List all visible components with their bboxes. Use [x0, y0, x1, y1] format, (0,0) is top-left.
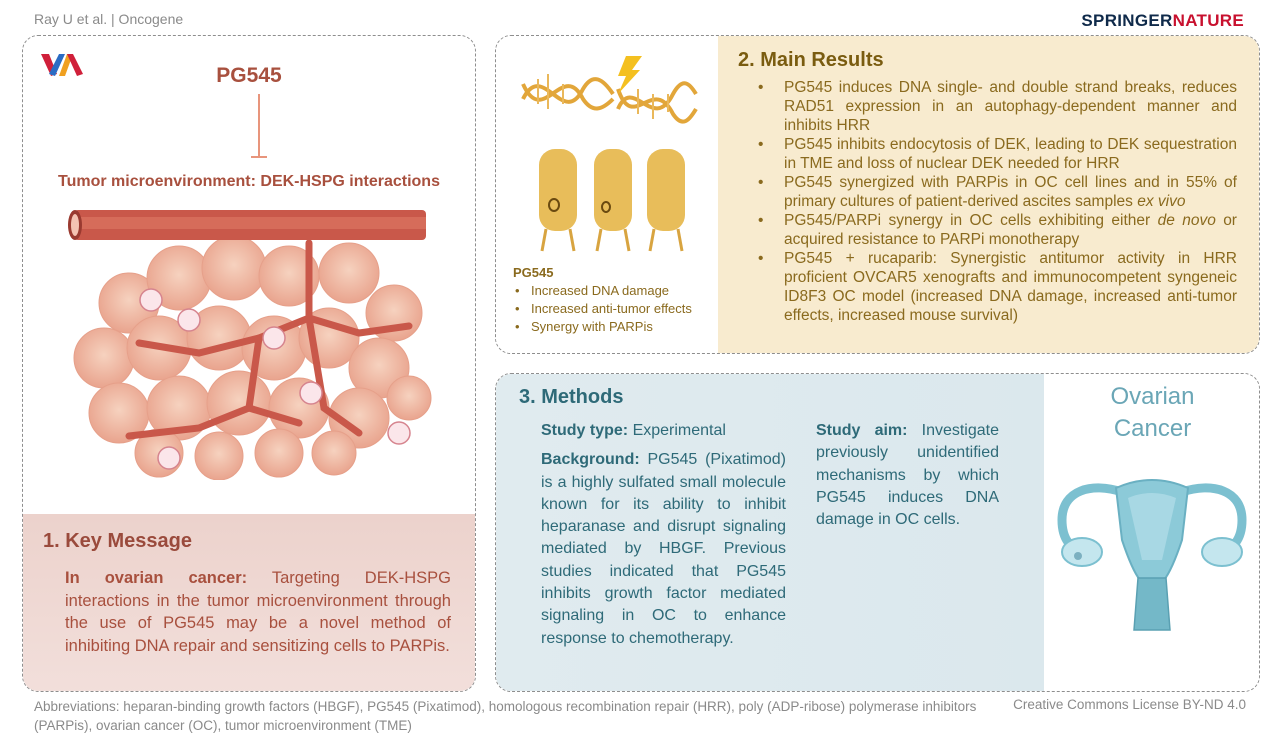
ovarian-title-line1: Ovarian [1110, 383, 1195, 410]
study-aim-value: Investigate previously unidentified mech… [816, 422, 999, 529]
result-emphasis: de novo [1157, 212, 1216, 229]
methods-heading: 3. Methods [519, 386, 624, 408]
key-message-body: Targeting DEK-HSPG interactions in the t… [65, 569, 451, 655]
study-type-label: Study type: [541, 422, 629, 439]
license: Creative Commons License BY-ND 4.0 [1013, 697, 1246, 712]
result-bullet: PG545 induces DNA single- and double str… [738, 78, 1237, 135]
abbreviations: Abbreviations: heparan-binding growth fa… [34, 699, 977, 733]
springer-nature-logo: SPRINGERNATURE [1081, 11, 1244, 31]
citation: Ray U et al. | Oncogene [34, 11, 184, 27]
result-text: or acquired resistance to PARPi monother… [784, 212, 1237, 248]
brand-springer: SPRINGER [1081, 11, 1173, 30]
summary-item: Increased DNA damage [513, 282, 692, 300]
background-label: Background: [541, 451, 640, 469]
main-results-heading: 2. Main Results [738, 49, 884, 71]
key-message-section: 1. Key Message In ovarian cancer: Target… [23, 514, 475, 691]
methods-panel: 3. Methods Study type: Experimental Back… [495, 373, 1260, 692]
inhibition-bar [251, 156, 267, 158]
key-message-text: In ovarian cancer: Targeting DEK-HSPG in… [43, 567, 451, 657]
methods-left-column: Study type: Experimental Background: PG5… [541, 420, 786, 650]
dna-damage-icon [521, 56, 698, 124]
background: Background: PG545 (Pixatimod) is a highl… [541, 449, 786, 650]
study-aim-label: Study aim: [816, 422, 908, 439]
summary-item: Increased anti-tumor effects [513, 300, 692, 318]
uterus-ovaries-illustration [1057, 479, 1247, 631]
main-results-panel: PG545 Increased DNA damage Increased ant… [495, 35, 1260, 354]
result-text: PG545/PARPi synergy in OC cells exhibiti… [784, 212, 1158, 229]
study-aim: Study aim: Investigate previously uniden… [816, 420, 999, 531]
inhibition-arrow [258, 94, 260, 156]
summary-item: Synergy with PARPis [513, 318, 692, 336]
result-bullet: PG545 inhibits endocytosis of DEK, leadi… [738, 135, 1237, 173]
key-message-panel: PG545 Tumor microenvironment: DEK-HSPG i… [22, 35, 476, 692]
main-results-section: 2. Main Results PG545 induces DNA single… [718, 36, 1259, 353]
key-message-heading: 1. Key Message [43, 530, 192, 552]
summary-heading: PG545 [513, 265, 554, 280]
background-value: PG545 (Pixatimod) is a highly sulfated s… [541, 451, 786, 647]
result-bullet: PG545/PARPi synergy in OC cells exhibiti… [738, 211, 1237, 249]
target-title: Tumor microenvironment: DEK-HSPG interac… [58, 173, 440, 190]
mice-tumor-illustration [539, 149, 685, 252]
pg545-summary: PG545 Increased DNA damage Increased ant… [513, 264, 692, 336]
study-type: Study type: Experimental [541, 420, 786, 442]
study-type-value: Experimental [628, 422, 726, 439]
result-bullet: PG545 synergized with PARPis in OC cell … [738, 173, 1237, 211]
brand-nature: NATURE [1172, 11, 1244, 30]
result-emphasis: ex vivo [1137, 193, 1186, 210]
drug-title: PG545 [216, 64, 282, 87]
methods-section: 3. Methods Study type: Experimental Back… [496, 374, 1044, 691]
results-illustration-column: PG545 Increased DNA damage Increased ant… [496, 36, 718, 353]
key-message-lead: In ovarian cancer: [65, 569, 248, 587]
result-text: PG545 synergized with PARPis in OC cell … [784, 174, 1237, 210]
ovarian-title-line2: Cancer [1113, 415, 1192, 442]
tumor-microenvironment-illustration [68, 210, 432, 480]
va-logo-icon [41, 54, 83, 76]
result-bullet: PG545 + rucaparib: Synergistic antitumor… [738, 249, 1237, 325]
